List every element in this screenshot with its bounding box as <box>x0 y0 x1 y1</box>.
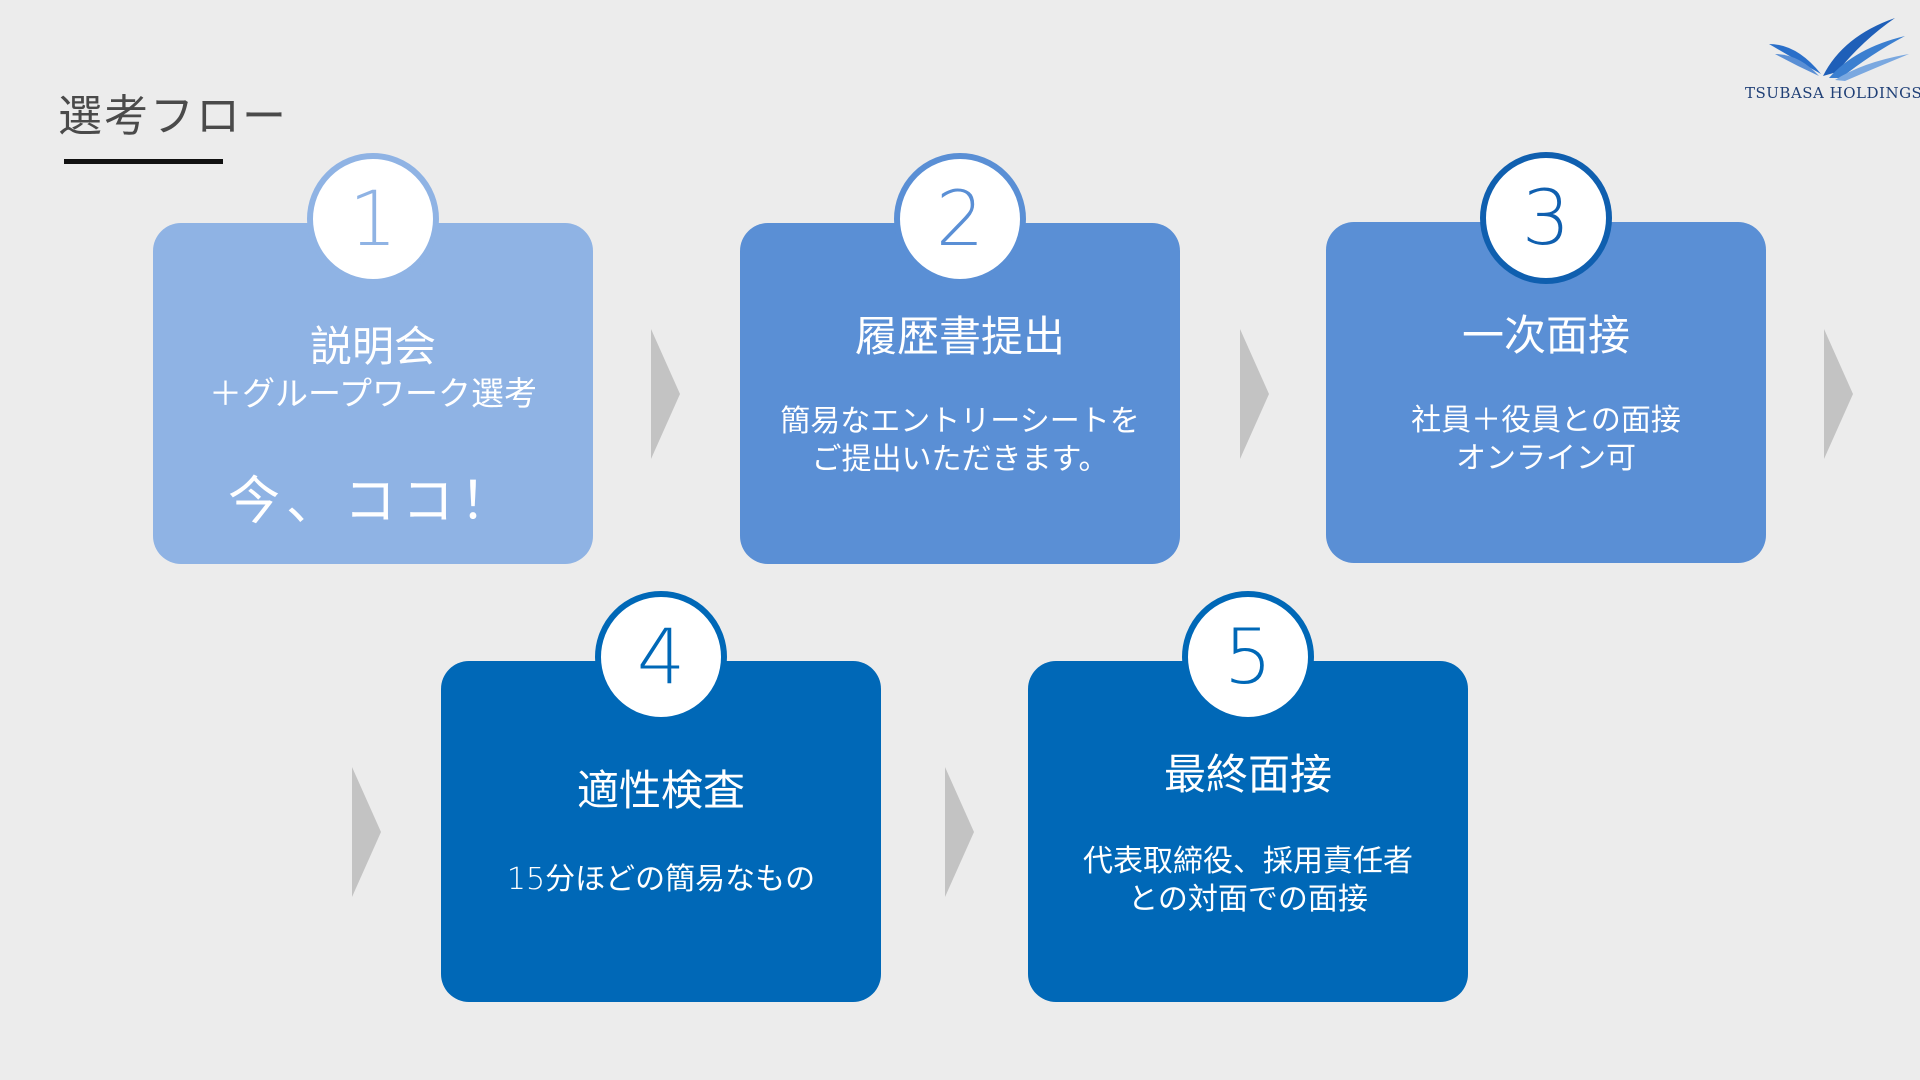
step-number-circle: 3 <box>1480 152 1612 284</box>
step-title: 説明会 <box>309 322 436 371</box>
logo-text: TSUBASA HOLDINGS <box>1745 84 1920 102</box>
chevron-right-icon <box>1240 329 1269 459</box>
chevron-right-icon <box>1824 329 1853 459</box>
step-card-4: 4 適性検査 15分ほどの簡易なもの <box>441 591 881 1002</box>
wings-logo-icon <box>1769 18 1909 81</box>
page-title: 選考フロー <box>58 91 288 142</box>
step-card-3: 3 一次面接 社員＋役員との面接 オンライン可 <box>1326 152 1766 563</box>
step-desc-line-1: 社員＋役員との面接 <box>1411 403 1681 438</box>
step-desc-line-1: 15分ほどの簡易なもの <box>506 862 816 897</box>
chevron-right-icon <box>352 767 381 897</box>
step-card-5: 5 最終面接 代表取締役、採用責任者 との対面での面接 <box>1028 591 1468 1002</box>
step-desc-line-2: オンライン可 <box>1456 441 1636 476</box>
step-subtitle: ＋グループワーク選考 <box>208 374 538 413</box>
step-title: 一次面接 <box>1461 311 1630 360</box>
step-desc-line-2: ご提出いただきます。 <box>811 442 1109 477</box>
step-title: 適性検査 <box>576 766 745 815</box>
step-desc-line-2: との対面での面接 <box>1128 882 1368 917</box>
step-title: 最終面接 <box>1163 750 1332 799</box>
chevron-right-icon <box>945 767 974 897</box>
title-underline <box>64 159 223 164</box>
step-card-1: 1 説明会 ＋グループワーク選考 今、ココ！ <box>153 153 593 564</box>
current-step-label: 今、ココ！ <box>227 472 518 532</box>
step-desc-line-1: 代表取締役、採用責任者 <box>1083 844 1413 879</box>
step-card-2: 2 履歴書提出 簡易なエントリーシートを ご提出いただきます。 <box>740 153 1180 564</box>
step-number-circle: 2 <box>894 153 1026 285</box>
step-number-circle: 1 <box>307 153 439 285</box>
step-number-circle: 5 <box>1182 591 1314 723</box>
step-desc-line-1: 簡易なエントリーシートを <box>780 404 1140 439</box>
step-title: 履歴書提出 <box>854 312 1065 361</box>
step-number-circle: 4 <box>595 591 727 723</box>
chevron-right-icon <box>651 329 680 459</box>
company-logo: TSUBASA HOLDINGS <box>1745 14 1920 109</box>
